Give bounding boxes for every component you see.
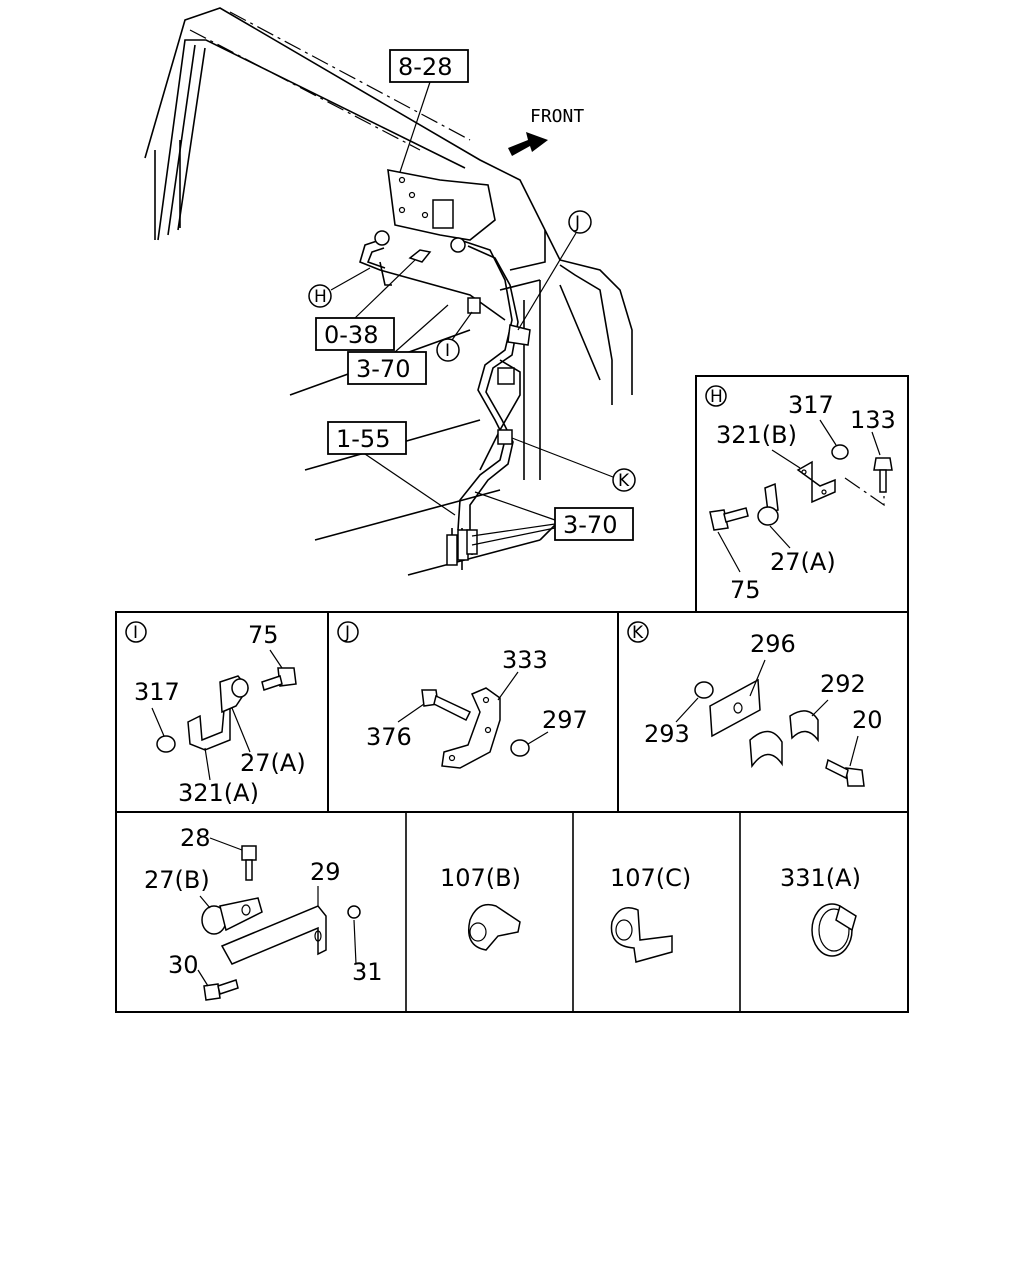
nut-icon [831,444,849,460]
bracket-icon [187,706,231,751]
panel-j-tag: J [344,623,350,643]
ref-8-28: 8-28 [398,53,452,81]
nut-icon [156,735,176,753]
clip-icon [610,907,673,963]
bracket-icon [441,687,501,769]
ref-0-38: 0-38 [324,321,378,349]
detail-panel-i: I 75 317 27(A) 321(A) [115,611,329,813]
bolt-icon [873,457,893,471]
label-27a: 27(A) [240,749,306,777]
front-label: FRONT [530,106,584,127]
label-317: 317 [134,678,180,706]
label-292: 292 [820,670,866,698]
label-296: 296 [750,630,796,658]
clip-icon [764,482,779,513]
panel-k-tag: K [632,623,644,643]
callout-j: J [574,213,580,233]
detail-panel-k: K 296 292 293 20 [617,611,909,813]
label-376: 376 [366,723,412,751]
label-20: 20 [852,706,883,734]
label-30: 30 [168,951,199,979]
label-75: 75 [730,576,761,604]
nut-icon [694,681,714,699]
callout-k: K [618,471,630,491]
nut-icon [347,905,361,919]
label-29: 29 [310,858,341,886]
label-28: 28 [180,824,211,852]
label-75: 75 [248,621,279,649]
bracket-icon [796,460,836,504]
label-107b: 107(B) [440,864,521,892]
label-297: 297 [542,706,588,734]
label-321a: 321(A) [178,779,259,807]
bracket-icon [220,905,327,965]
bolt-icon [241,845,257,861]
label-317: 317 [788,391,834,419]
ref-3-70-b: 3-70 [563,511,617,539]
label-321b: 321(B) [716,421,797,449]
callout-h: H [314,287,327,307]
label-27b: 27(B) [144,866,210,894]
panel-h-tag: H [710,387,723,407]
clip-icon [749,730,783,769]
label-27a: 27(A) [770,548,836,576]
ref-3-70-a: 3-70 [356,355,410,383]
label-133: 133 [850,406,896,434]
detail-panel-h: H 317 133 321(B) 27(A) 75 [695,375,909,613]
detail-panel-j: J 333 376 297 [327,611,619,813]
clip-icon [468,903,521,951]
label-333: 333 [502,646,548,674]
arrow-icon [508,132,548,156]
callout-i: I [445,341,450,361]
label-331a: 331(A) [780,864,861,892]
panel-i-tag: I [133,623,138,643]
ref-1-55: 1-55 [336,425,390,453]
bottom-row: 28 27(B) 29 30 31 107(B) 107(C) 331(A) [115,811,909,1013]
main-assembly: FRONT 8-28 0-38 3-70 1-55 3-70 H I J K [144,7,636,576]
label-31: 31 [352,958,383,986]
label-293: 293 [644,720,690,748]
nut-icon [510,739,530,757]
bolt-icon [845,767,865,787]
label-107c: 107(C) [610,864,691,892]
